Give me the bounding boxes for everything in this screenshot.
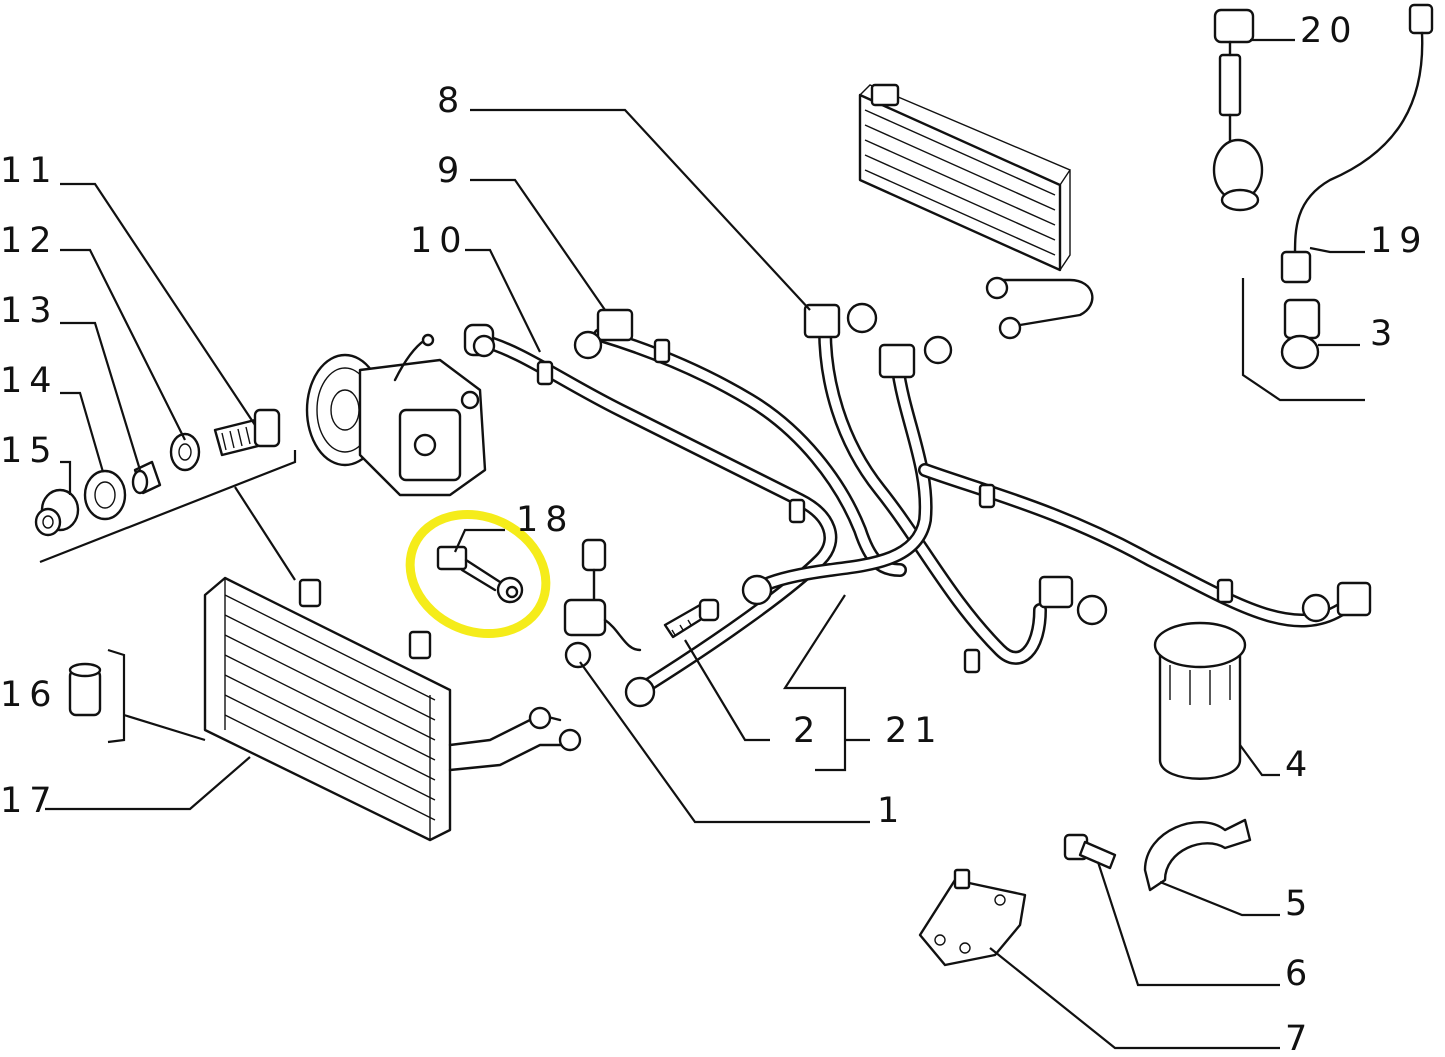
label-13: 13 — [0, 291, 59, 331]
label-19: 19 — [1370, 221, 1429, 261]
sensor-part-19 — [1280, 3, 1434, 284]
label-10: 10 — [410, 221, 469, 261]
label-21: 21 — [885, 711, 944, 751]
label-11: 11 — [0, 151, 59, 191]
receiver-drier-part-4 — [1153, 621, 1247, 780]
label-18: 18 — [516, 500, 575, 540]
part-number-labels: 11 12 13 14 15 16 17 10 9 8 18 2 21 1 20… — [0, 11, 1429, 1057]
clamp-part-5 — [1143, 818, 1252, 892]
bracket-part-7 — [918, 868, 1027, 967]
label-2: 2 — [793, 711, 822, 751]
label-6: 6 — [1285, 954, 1314, 994]
compressor — [305, 333, 487, 497]
condenser — [203, 576, 582, 842]
label-17: 17 — [0, 781, 59, 821]
switch-part-20 — [1212, 8, 1264, 212]
screw-part-6 — [1063, 833, 1117, 870]
switch-part-3 — [1280, 298, 1321, 370]
evaporator — [858, 83, 1094, 340]
label-7: 7 — [1285, 1019, 1314, 1057]
label-12: 12 — [0, 221, 59, 261]
label-4: 4 — [1285, 745, 1314, 785]
leader-lines — [39, 38, 1365, 1050]
small-parts-group — [34, 408, 281, 717]
label-5: 5 — [1285, 884, 1314, 924]
label-20: 20 — [1300, 11, 1359, 51]
label-1: 1 — [877, 791, 906, 831]
label-3: 3 — [1370, 314, 1399, 354]
label-16: 16 — [0, 675, 59, 715]
label-14: 14 — [0, 361, 59, 401]
label-8: 8 — [437, 81, 466, 121]
label-9: 9 — [437, 151, 466, 191]
pressure-switch-part-18 — [436, 545, 524, 604]
hose-fittings — [463, 302, 1372, 708]
part-18-highlight-ring — [405, 509, 551, 639]
label-15: 15 — [0, 431, 59, 471]
valve-part-2 — [663, 598, 720, 639]
tee-fitting-part-1 — [563, 538, 642, 669]
